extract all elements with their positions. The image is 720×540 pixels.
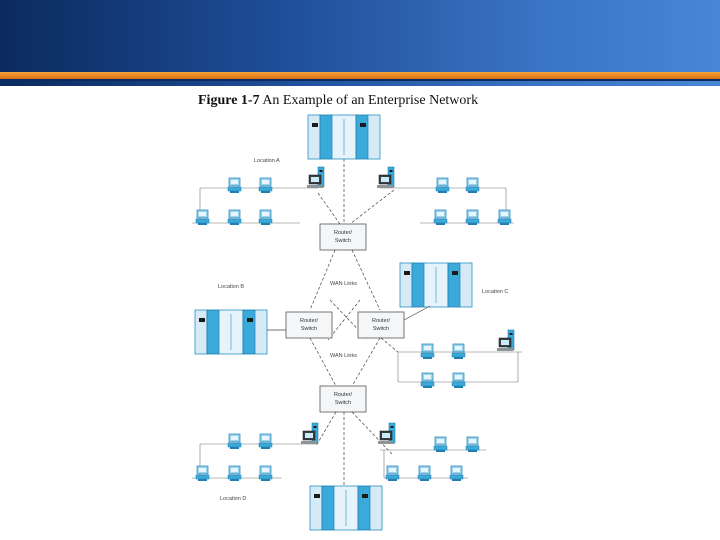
router-label-line1: Router/	[334, 392, 353, 398]
workstation-icon	[195, 465, 210, 482]
workstation-icon	[227, 465, 242, 482]
router-switch-left: Router/ Switch	[285, 311, 333, 339]
router-switch-icon	[357, 311, 405, 339]
router-label-line2: Switch	[335, 238, 351, 244]
workstation-icon	[420, 372, 435, 389]
figure-caption: An Example of an Enterprise Network	[262, 93, 479, 108]
header-banner	[0, 0, 720, 86]
router-label-line1: Router/	[300, 318, 319, 324]
workstation-icon	[465, 436, 480, 453]
figure-title: Figure 1-7 An Example of an Enterprise N…	[198, 93, 478, 109]
workstation-icon	[258, 177, 273, 194]
workstation-icon	[433, 436, 448, 453]
workstation-icon	[258, 433, 273, 450]
location-a-links	[317, 159, 395, 225]
workstation-icon	[435, 177, 450, 194]
workstation-icon	[465, 209, 480, 226]
router-label-line2: Switch	[301, 326, 317, 332]
workstation-icon	[258, 465, 273, 482]
workstation-icon	[451, 343, 466, 360]
location-b-site: Location B	[194, 284, 286, 355]
workstation-icon	[449, 465, 464, 482]
server-tower-icon	[377, 422, 396, 445]
mainframe-icon	[194, 309, 268, 355]
location-a-segment: Location A	[192, 114, 514, 226]
figure-number: Figure 1-7	[198, 93, 260, 108]
workstation-icon	[227, 209, 242, 226]
mainframe-icon	[307, 114, 381, 160]
workstation-icon	[451, 372, 466, 389]
workstation-icon	[497, 209, 512, 226]
router-switch-right: Router/ Switch	[357, 311, 405, 339]
router-switch-top: Router/ Switch	[319, 223, 367, 251]
router-label-line1: Router/	[372, 318, 391, 324]
router-label-line2: Switch	[373, 326, 389, 332]
mainframe-icon	[309, 485, 383, 531]
location-c-label: Location C	[482, 289, 508, 295]
header-divider	[0, 79, 720, 81]
wan-links-lower	[309, 337, 381, 387]
location-b-label: Location B	[218, 284, 244, 290]
workstation-icon	[465, 177, 480, 194]
workstation-icon	[195, 209, 210, 226]
router-switch-icon	[319, 223, 367, 251]
location-c-site: Location C	[380, 262, 522, 389]
server-tower-icon	[376, 166, 395, 189]
mainframe-icon	[399, 262, 473, 308]
workstation-icon	[227, 177, 242, 194]
workstation-icon	[258, 209, 273, 226]
router-switch-bottom: Router/ Switch	[319, 385, 367, 413]
workstation-icon	[385, 465, 400, 482]
router-label-line2: Switch	[335, 400, 351, 406]
header-accent-stripe	[0, 72, 720, 79]
server-tower-icon	[300, 422, 319, 445]
wan-links-label-upper: WAN Links	[330, 281, 357, 287]
router-label-line1: Router/	[334, 230, 353, 236]
workstation-icon	[227, 433, 242, 450]
workstation-icon	[420, 343, 435, 360]
router-switch-icon	[319, 385, 367, 413]
server-tower-icon	[496, 329, 515, 352]
wan-links-label-lower: WAN Links	[330, 353, 357, 359]
location-d-label: Location D	[220, 496, 246, 502]
server-tower-icon	[306, 166, 325, 189]
workstation-icon	[417, 465, 432, 482]
location-d-links	[315, 411, 393, 486]
router-switch-icon	[285, 311, 333, 339]
location-a-label: Location A	[254, 158, 280, 164]
workstation-icon	[433, 209, 448, 226]
location-d-segment: Location D	[192, 422, 486, 531]
